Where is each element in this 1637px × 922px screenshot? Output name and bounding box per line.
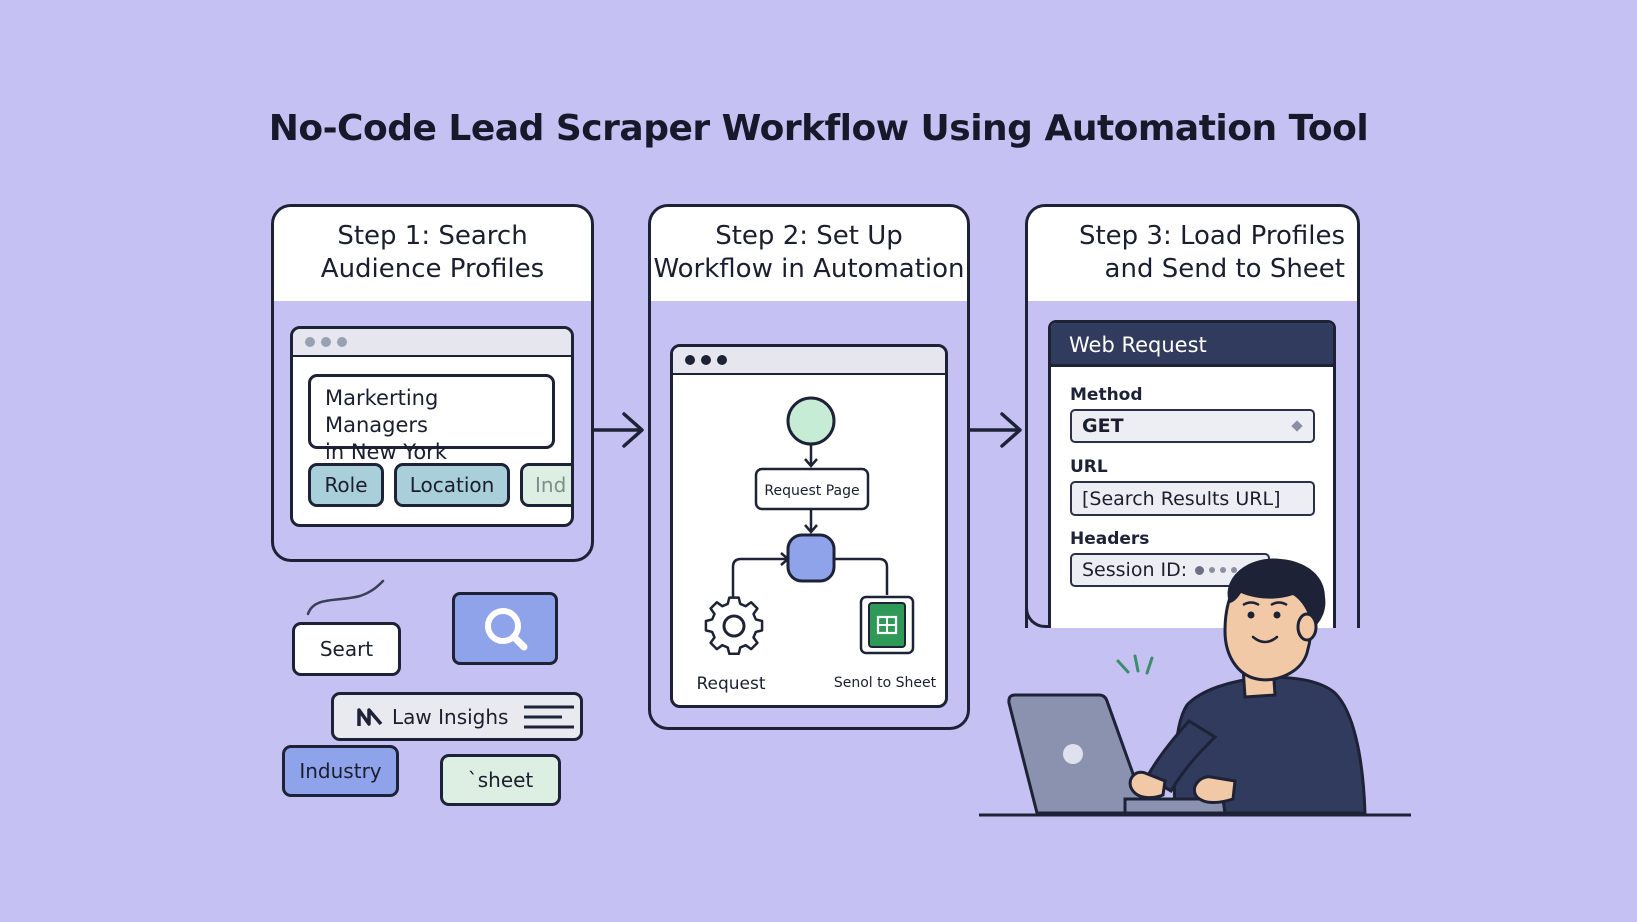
step1-title-line1: Step 1: Search (337, 221, 528, 251)
menu-lines-icon (524, 705, 575, 728)
workflow-diagram: Request Page Request Senol to Sheet (696, 396, 937, 694)
send-node-label: Senol to Sheet (834, 675, 937, 691)
arrow-right-icon (592, 412, 644, 448)
page-title: No-Code Lead Scraper Workflow Using Auto… (268, 108, 1369, 149)
sparkle-icon (1116, 654, 1154, 675)
window-dot-icon (717, 355, 727, 365)
window-dot-icon (321, 337, 331, 347)
arrow-right-icon (970, 412, 1022, 448)
step2-title-line2: Workflow in Automation (653, 254, 965, 284)
search-chip[interactable]: Seart (292, 622, 401, 676)
masked-dots-icon (1195, 565, 1238, 575)
method-label: Method (1070, 385, 1143, 405)
person-with-laptop-illustration (979, 558, 1411, 817)
dropdown-icon (1291, 420, 1303, 432)
step1-title: Step 1: Search Audience Profiles (274, 220, 591, 286)
step3-header (1028, 207, 1357, 301)
step1-header (274, 207, 591, 301)
laptop-logo-icon (1063, 744, 1083, 764)
search-query-line1: Markerting Managers (325, 386, 439, 437)
step2-title-line1: Step 2: Set Up (715, 221, 903, 251)
sheet-chip[interactable]: `sheet (440, 754, 561, 806)
search-icon[interactable] (452, 592, 558, 665)
brand-logo-icon (357, 707, 383, 726)
law-insights-label: Law Insighs (392, 704, 509, 729)
headers-label: Headers (1070, 529, 1150, 549)
url-input[interactable]: [Search Results URL] (1070, 481, 1315, 516)
filter-chip-location[interactable]: Location (394, 463, 510, 507)
window-dot-icon (337, 337, 347, 347)
web-request-header: Web Request (1051, 323, 1333, 367)
workflow-titlebar (673, 347, 945, 375)
window-dot-icon (305, 337, 315, 347)
headers-value: Session ID: (1082, 559, 1188, 581)
url-label: URL (1070, 457, 1108, 477)
workflow-window: Request Page Request Senol to Sheet (670, 344, 948, 708)
filter-chip-role[interactable]: Role (308, 463, 384, 507)
step1-title-line2: Audience Profiles (320, 254, 545, 284)
request-node-label: Request (696, 674, 765, 694)
sheet-node[interactable] (859, 595, 915, 655)
workflow-start-node[interactable] (786, 396, 836, 446)
gear-icon[interactable] (704, 596, 764, 656)
request-page-node[interactable] (754, 467, 870, 511)
method-select[interactable]: GET (1070, 409, 1315, 443)
step3-title-line2: and Send to Sheet (1104, 254, 1345, 284)
squiggle-line-icon (306, 579, 385, 616)
filter-chip-industry[interactable]: Ind (520, 463, 571, 507)
search-query-line2: in New York (325, 440, 447, 464)
web-request-title: Web Request (1069, 333, 1207, 357)
step3-title-line1: Step 3: Load Profiles (1078, 221, 1345, 251)
request-page-label: Request Page (764, 483, 859, 499)
method-value: GET (1082, 415, 1124, 437)
step3-card: Step 3: Load Profiles and Send to Sheet (1025, 204, 1360, 628)
window-dot-icon (685, 355, 695, 365)
router-node[interactable] (786, 533, 836, 583)
step2-title: Step 2: Set Up Workflow in Automation (651, 220, 967, 286)
step2-header (651, 207, 967, 301)
search-query-box[interactable]: Markerting Managers in New York (308, 374, 555, 464)
window-dot-icon (701, 355, 711, 365)
industry-chip[interactable]: Industry (282, 745, 399, 797)
step3-title: Step 3: Load Profiles and Send to Sheet (1079, 220, 1345, 286)
step1-browser-window: Markerting Managers in New York Role Loc… (290, 326, 574, 527)
law-insights-chip[interactable]: Law Insighs (331, 692, 583, 741)
browser-titlebar (293, 329, 571, 357)
